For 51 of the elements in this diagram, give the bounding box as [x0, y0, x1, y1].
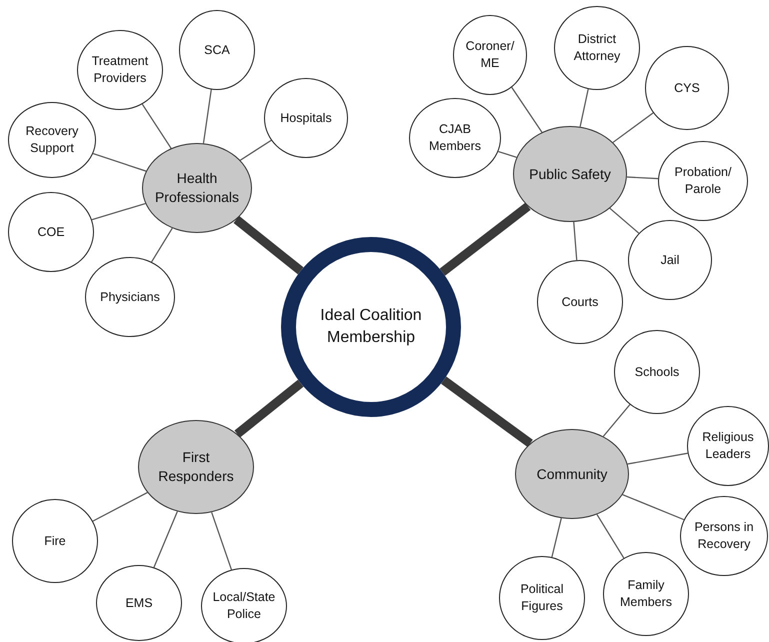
connector-line: [622, 494, 684, 520]
circle-label: Health Professionals: [154, 169, 240, 207]
circle-label: Family Members: [618, 577, 674, 611]
connector-line: [602, 404, 630, 437]
circle-label: Treatment Providers: [90, 53, 150, 87]
circle-label: CYS: [673, 80, 701, 96]
connector-line: [92, 202, 146, 220]
connector-line: [626, 176, 658, 180]
connector-line: [627, 452, 688, 465]
circle-label: Probation/ Parole: [674, 164, 732, 198]
thick-connector: [440, 376, 533, 448]
connector-line: [142, 104, 172, 149]
connector-line: [498, 150, 517, 158]
circle-label: Persons in Recovery: [693, 519, 755, 553]
thick-connector: [234, 380, 304, 438]
connector-line: [202, 89, 212, 144]
circle-label: Religious Leaders: [701, 429, 755, 463]
circle-label: Jail: [660, 252, 680, 268]
circle-label: District Attorney: [572, 31, 622, 65]
circle-label: Physicians: [99, 288, 161, 306]
circle-label: SCA: [203, 42, 231, 58]
circle-label: CJAB Members: [428, 121, 482, 155]
connector-line: [211, 512, 232, 570]
circle-label: COE: [36, 224, 66, 240]
thick-connector: [440, 202, 531, 276]
connector-line: [92, 153, 146, 172]
connector-line: [153, 511, 178, 568]
connector-line: [151, 228, 173, 262]
thick-connector: [234, 216, 304, 274]
circle-label: Coroner/ ME: [464, 38, 516, 72]
connector-line: [551, 518, 562, 558]
circle-label: Fire: [43, 532, 67, 550]
circle-label: Local/State Police: [212, 589, 276, 623]
circle-label: Courts: [560, 294, 600, 310]
circle-label: Community: [536, 464, 608, 484]
connector-line: [596, 514, 624, 558]
connector-line: [580, 88, 589, 127]
connector-line: [573, 222, 578, 260]
circle-label: EMS: [124, 594, 154, 612]
circle-label: First Responders: [157, 448, 235, 486]
circle-label: Recovery Support: [24, 123, 80, 157]
circle-label: Political Figures: [519, 581, 565, 615]
connector-line: [92, 492, 148, 522]
connector-line: [240, 140, 272, 161]
connector-line: [511, 87, 542, 133]
circle-label: Hospitals: [279, 110, 333, 126]
circle-label: Schools: [634, 364, 680, 380]
circle-label: Public Safety: [528, 164, 612, 184]
connector-line: [609, 208, 640, 234]
connector-line: [612, 112, 654, 143]
circle-label: Ideal Coalition Membership: [319, 306, 423, 348]
